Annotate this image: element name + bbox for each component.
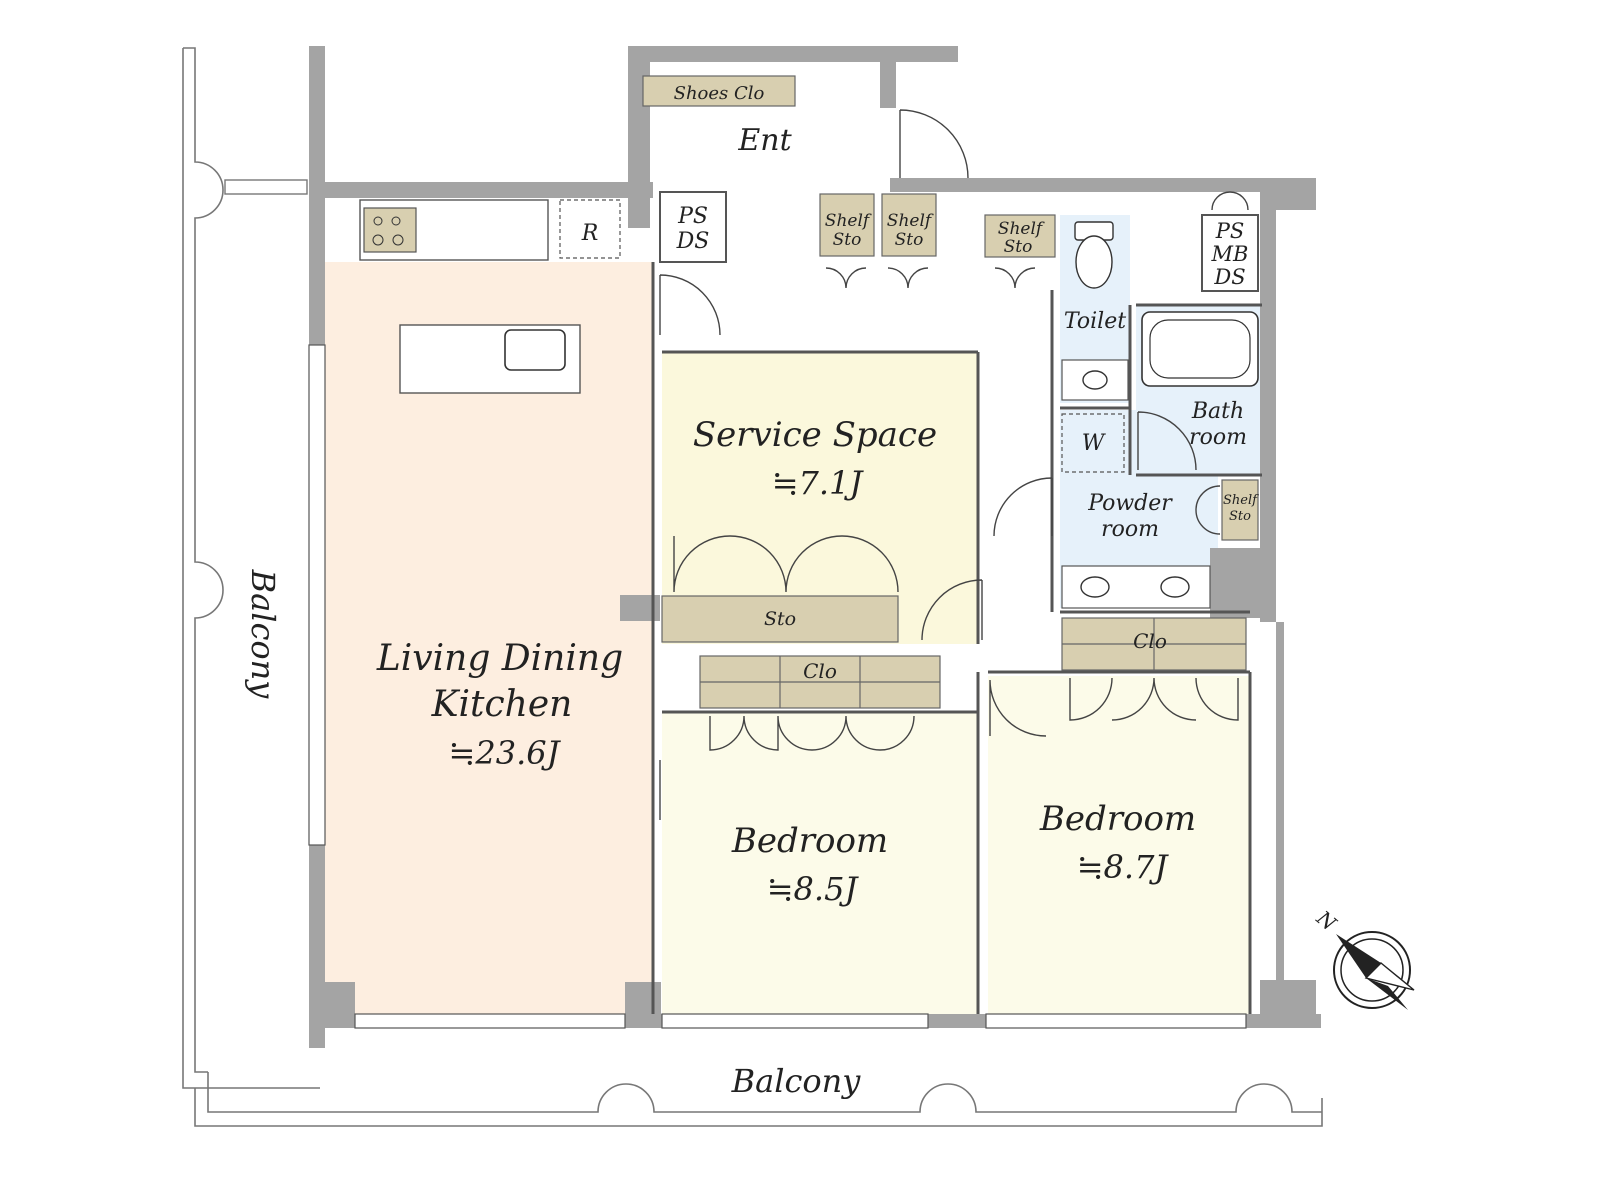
service-floor xyxy=(662,352,978,644)
washer-box xyxy=(1061,413,1125,473)
sto-doors xyxy=(673,535,899,593)
vanity-sink-1 xyxy=(1080,576,1110,598)
shelf-sto-4: Shelf Sto xyxy=(1195,479,1259,541)
bathtub-inner xyxy=(1149,319,1251,379)
shoes-closet-label: Shoes Clo xyxy=(674,83,765,104)
refrigerator-label: R xyxy=(581,221,599,246)
stove-icon xyxy=(363,207,417,253)
clo-bedroom1-label: Clo xyxy=(803,659,837,683)
sto-cabinet xyxy=(661,595,899,643)
balcony-west-label: Balcony xyxy=(244,569,282,700)
svg-text:Shelf: Shelf xyxy=(887,211,934,231)
bath-door xyxy=(1137,411,1197,471)
shelf-sto-1: Shelf Sto xyxy=(819,193,875,289)
svg-text:Sto: Sto xyxy=(1229,509,1251,524)
svg-text:Sto: Sto xyxy=(1004,237,1033,257)
entrance-door xyxy=(899,109,969,179)
shoes-closet xyxy=(642,75,796,107)
ps-mb-ds-line1: PS xyxy=(1215,219,1245,243)
service-area: ≒7.1J xyxy=(772,464,865,502)
bath-label-2: room xyxy=(1189,425,1247,450)
vanity-sink-2 xyxy=(1160,576,1190,598)
powder-label-2: room xyxy=(1101,517,1159,542)
shelf-sto-3: Shelf Sto xyxy=(984,214,1056,289)
shelf-sto-2: Shelf Sto xyxy=(881,193,937,289)
bedroom2-door xyxy=(989,679,1047,737)
ldk-area: ≒23.6J xyxy=(449,734,562,772)
svg-text:Sto: Sto xyxy=(895,230,924,250)
bathtub-icon xyxy=(1141,311,1259,387)
bedroom2-label: Bedroom xyxy=(1039,799,1196,839)
hall-door xyxy=(659,274,721,336)
bedroom1-floor xyxy=(662,712,978,1014)
toilet-icon xyxy=(1074,221,1114,289)
compass-icon xyxy=(1333,931,1415,1010)
ps-ds-line1: PS xyxy=(677,204,708,229)
powder-label-1: Powder xyxy=(1087,491,1173,516)
entrance-label: Ent xyxy=(737,123,792,158)
ldk-label-2: Kitchen xyxy=(431,684,573,725)
balcony-south-label: Balcony xyxy=(731,1062,862,1100)
washer-label: W xyxy=(1082,431,1107,456)
ldk-label-1: Living Dining xyxy=(376,638,623,679)
bedroom1-label: Bedroom xyxy=(731,821,888,861)
bath-label-1: Bath xyxy=(1191,399,1244,424)
ps-ds-box xyxy=(659,191,727,263)
sink-icon xyxy=(504,329,566,371)
ps-mb-ds-line3: DS xyxy=(1213,265,1245,289)
balcony-outline xyxy=(182,47,320,1089)
clo-bedroom2-label: Clo xyxy=(1133,629,1167,653)
bedroom2-area: ≒8.7J xyxy=(1077,848,1170,886)
bedroom2-floor xyxy=(988,676,1250,1014)
service-door xyxy=(921,579,983,641)
ps-mb-ds-box xyxy=(1201,214,1259,292)
ps-mb-ds-line2: MB xyxy=(1211,242,1249,266)
powder-door xyxy=(993,477,1053,537)
svg-text:Sto: Sto xyxy=(833,230,862,250)
toilet-basin-bowl xyxy=(1082,370,1108,390)
balcony-outline-south xyxy=(194,1072,1323,1127)
ps-ds-line2: DS xyxy=(676,229,710,254)
windows-west xyxy=(308,344,326,846)
svg-text:Shelf: Shelf xyxy=(1223,493,1259,508)
partitions xyxy=(651,262,1262,1014)
sto-label: Sto xyxy=(764,608,796,630)
clo-bedroom1-doors xyxy=(709,715,915,751)
service-label: Service Space xyxy=(693,415,937,455)
toilet-basin xyxy=(1061,359,1129,401)
clo-bedroom2-doors xyxy=(1069,677,1239,721)
ps-door xyxy=(1211,191,1249,211)
bedroom1-area: ≒8.5J xyxy=(767,870,860,908)
refrigerator-box xyxy=(559,199,621,259)
windows-south xyxy=(354,1013,1247,1029)
toilet-label: Toilet xyxy=(1064,309,1126,334)
svg-text:Shelf: Shelf xyxy=(998,219,1045,239)
balcony-connector xyxy=(224,179,308,195)
vanity-counter xyxy=(1061,565,1211,609)
svg-text:Shelf: Shelf xyxy=(825,211,872,231)
compass-label: N xyxy=(1311,905,1342,936)
